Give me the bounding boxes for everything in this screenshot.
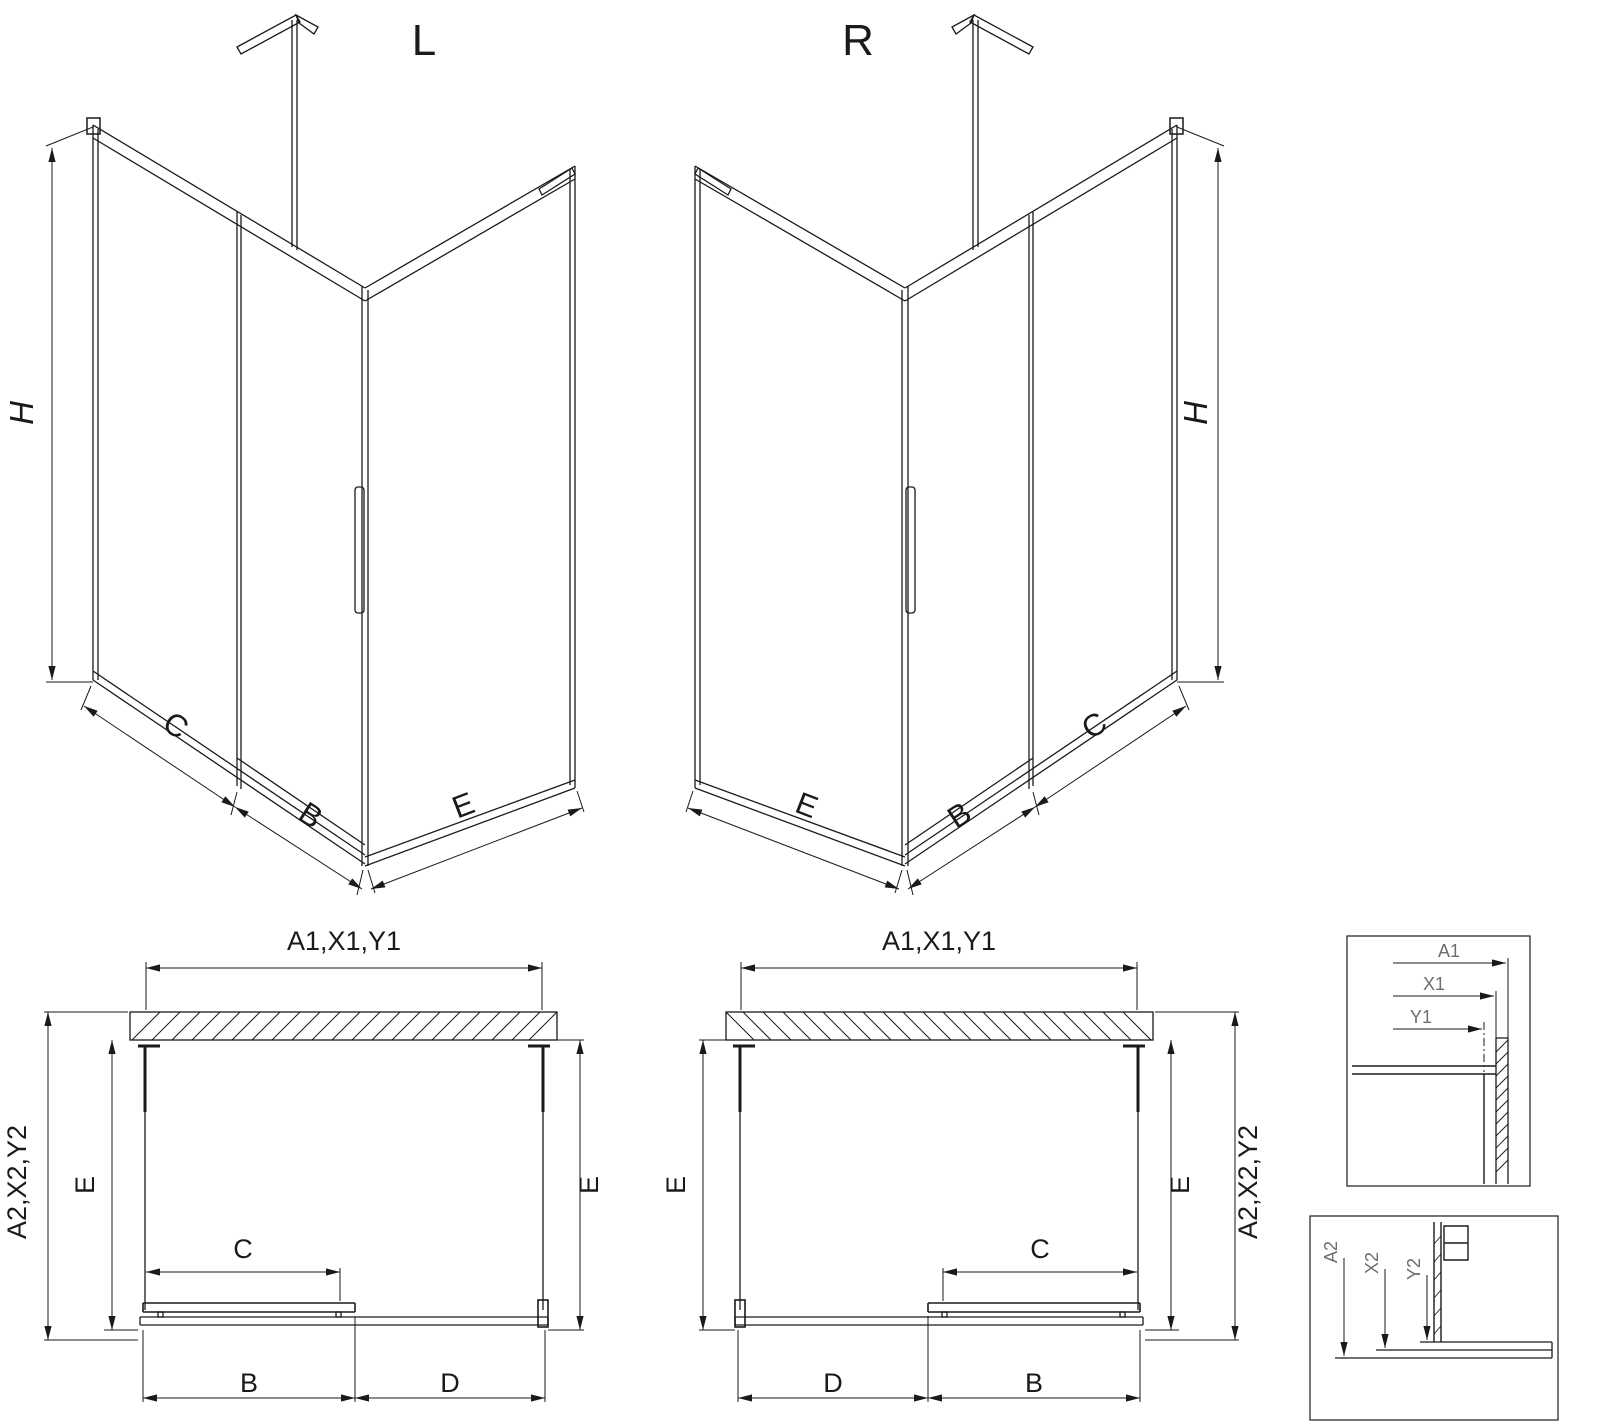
dim-label-depth-left: E	[661, 1176, 691, 1194]
detail-view-width: A1 X1 Y1	[1346, 935, 1531, 1187]
detail-dim-y1: Y1	[1410, 1007, 1432, 1027]
plan-geometry-left	[44, 962, 584, 1402]
dim-label-depth-right: E	[1165, 1176, 1195, 1194]
dim-label-opening: C	[233, 1234, 253, 1264]
detail-dim-a1: A1	[1438, 941, 1460, 961]
dim-label-width-top: A1,X1,Y1	[882, 926, 996, 956]
dim-label-door: B	[1025, 1368, 1043, 1398]
variant-label-right: R	[842, 16, 874, 65]
detail-glass-section	[1352, 1065, 1496, 1184]
detail-frame	[1309, 1215, 1559, 1421]
dim-label-depth-right: E	[574, 1176, 604, 1194]
detail-dim-x2: X2	[1362, 1252, 1382, 1274]
detail-glass-hatching	[1433, 1235, 1442, 1335]
dim-label-height: H	[3, 401, 40, 425]
dim-label-depth-left: E	[70, 1176, 100, 1194]
dim-label-depth-outer: A2,X2,Y2	[1233, 1125, 1263, 1239]
dim-label-fixed: D	[440, 1368, 460, 1398]
dim-label-fixed: D	[823, 1368, 843, 1398]
plan-geometry-right	[699, 962, 1239, 1402]
detail-view-height: A2 X2 Y2	[1309, 1215, 1559, 1421]
dim-label-opening: C	[1030, 1234, 1050, 1264]
dim-label-fixed: C	[157, 705, 195, 747]
detail-glass-section	[1433, 1222, 1442, 1342]
dim-label-fixed: C	[1075, 705, 1113, 747]
plan-view-left: A1,X1,Y1 A2,X2,Y2 E E C B D	[2, 926, 604, 1402]
dim-label-door: B	[941, 795, 977, 836]
dim-label-door: B	[293, 795, 329, 836]
dim-label-side: E	[791, 785, 823, 825]
iso-geometry-right	[686, 15, 1224, 895]
dim-label-depth-outer: A2,X2,Y2	[2, 1125, 32, 1239]
dim-label-height: H	[1177, 401, 1214, 425]
detail-dim-a2: A2	[1321, 1241, 1341, 1263]
dim-label-door: B	[240, 1368, 258, 1398]
detail-clamp-bracket	[1443, 1225, 1469, 1261]
detail-reference-lines	[1495, 958, 1509, 1038]
plan-view-right: A1,X1,Y1 A2,X2,Y2 E E C B D	[661, 926, 1263, 1402]
iso-geometry-left	[46, 15, 584, 895]
dim-label-width-top: A1,X1,Y1	[287, 926, 401, 956]
detail-profile-hatching	[1495, 1039, 1509, 1173]
detail-frame	[1346, 935, 1531, 1187]
dim-label-side: E	[447, 785, 479, 825]
isometric-view-right: R H C B E	[686, 15, 1224, 895]
isometric-view-left: L H C B E	[3, 15, 584, 895]
detail-floor-track	[1335, 1341, 1553, 1359]
detail-dim-x1: X1	[1423, 974, 1445, 994]
variant-label-left: L	[412, 16, 436, 65]
detail-dim-y2: Y2	[1404, 1258, 1424, 1280]
